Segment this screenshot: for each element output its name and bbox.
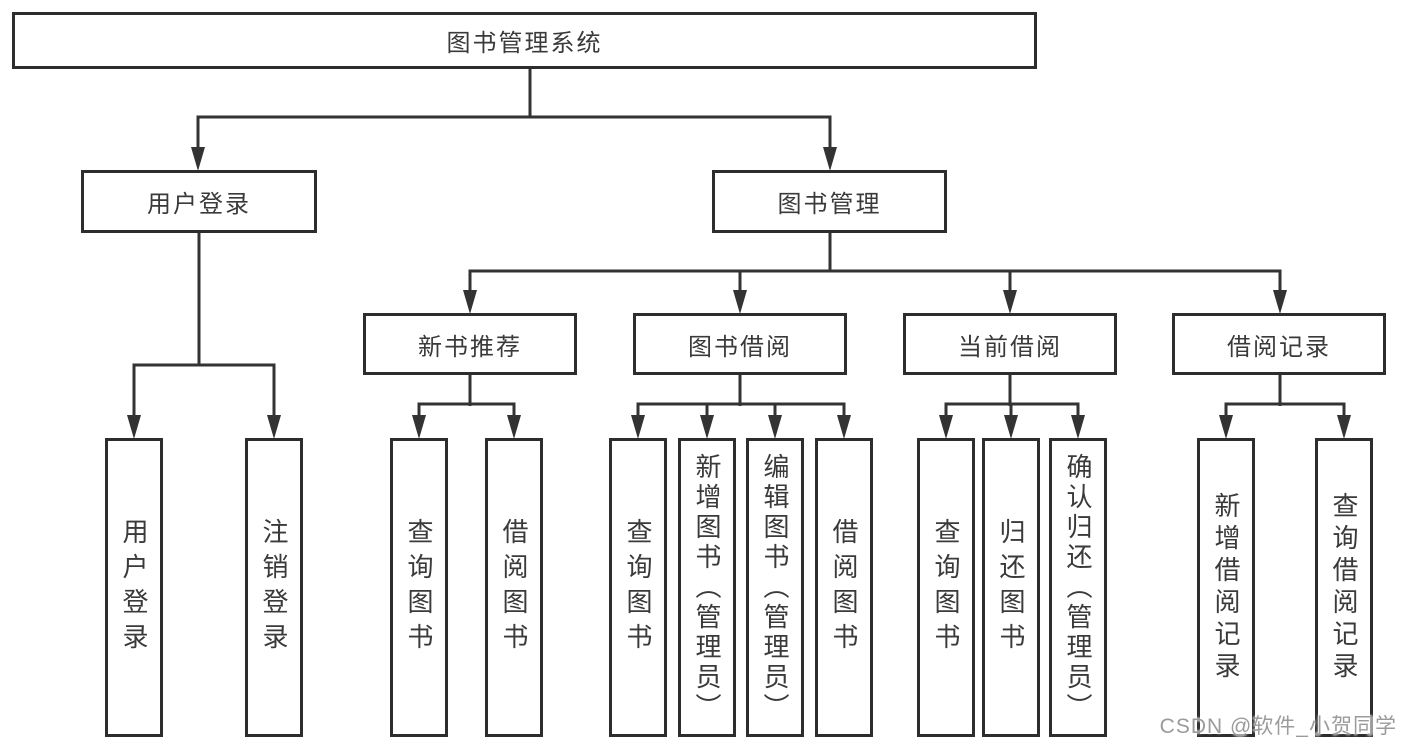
leaf-query-book-3: 查询图书: [917, 438, 975, 737]
leaf-user-login: 用户登录: [105, 438, 163, 737]
node-book-management: 图书管理: [712, 170, 947, 233]
node-book-borrow: 图书借阅: [633, 313, 847, 375]
leaf-borrow-book-1: 借阅图书: [485, 438, 543, 737]
leaf-query-book-1: 查询图书: [390, 438, 448, 737]
leaf-add-book-admin: 新增图书（管理员）: [678, 438, 736, 737]
node-new-book-recommend: 新书推荐: [363, 313, 577, 375]
node-user-login: 用户登录: [81, 170, 317, 233]
node-current-borrow: 当前借阅: [903, 313, 1117, 375]
node-borrow-records: 借阅记录: [1172, 313, 1386, 375]
leaf-return-book: 归还图书: [982, 438, 1040, 737]
leaf-edit-book-admin: 编辑图书（管理员）: [746, 438, 804, 737]
leaf-logout-login: 注销登录: [245, 438, 303, 737]
csdn-watermark: CSDN @软件_小贺同学: [1159, 715, 1397, 738]
leaf-confirm-return-admin: 确认归还（管理员）: [1049, 438, 1107, 737]
leaf-query-book-2: 查询图书: [609, 438, 667, 737]
leaf-borrow-book-2: 借阅图书: [815, 438, 873, 737]
node-library-system: 图书管理系统: [12, 12, 1037, 69]
leaf-query-borrow-record: 查询借阅记录: [1315, 438, 1373, 737]
leaf-add-borrow-record: 新增借阅记录: [1197, 438, 1255, 737]
